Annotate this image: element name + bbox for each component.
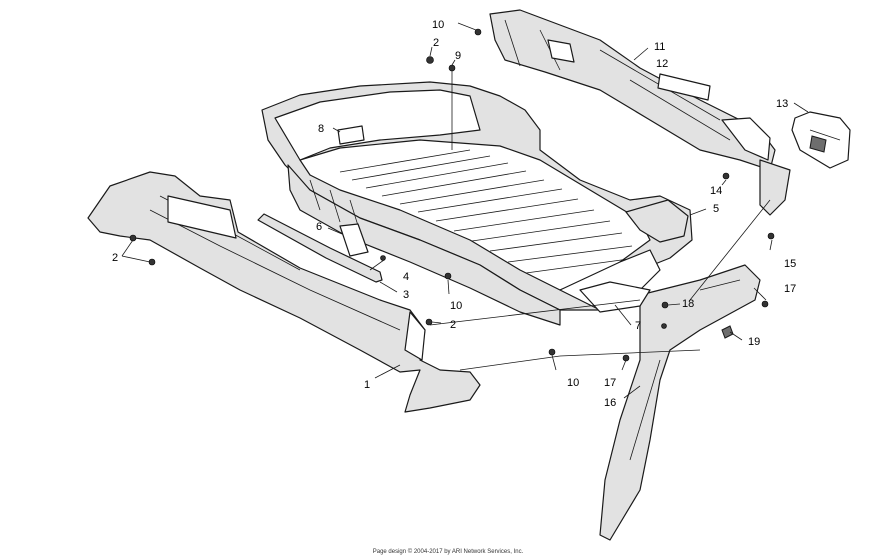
rail-strip [257, 213, 383, 283]
callout-16: 16 [604, 397, 616, 409]
callout-2: 2 [433, 37, 439, 49]
leader-lines [121, 22, 809, 399]
callout-2: 2 [112, 252, 118, 264]
fasteners [129, 28, 775, 362]
decal-8 [337, 125, 365, 145]
rear-corner-panel [599, 264, 761, 541]
callout-14: 14 [710, 185, 722, 197]
callout-10: 10 [432, 19, 444, 31]
callout-1: 1 [364, 379, 370, 391]
callout-8: 8 [318, 123, 324, 135]
callout-12: 12 [656, 58, 668, 70]
cargo-bed [261, 81, 693, 326]
callout-19: 19 [748, 336, 760, 348]
callout-11: 11 [654, 41, 665, 53]
callout-17: 17 [784, 283, 796, 295]
tail-light [791, 111, 851, 169]
panel-piece-6 [339, 223, 369, 257]
copyright-notice: Page design © 2004-2017 by ARI Network S… [372, 549, 524, 555]
callout-2: 2 [450, 319, 456, 331]
callout-10: 10 [450, 300, 462, 312]
callout-13: 13 [776, 98, 788, 110]
decal-12 [657, 73, 711, 101]
upper-rear-rail [489, 9, 776, 171]
callout-7: 7 [635, 320, 641, 332]
callout-labels: 10 2 9 11 12 13 8 14 5 6 2 15 4 3 17 18 … [112, 19, 796, 409]
callout-5: 5 [713, 203, 719, 215]
side-panel [87, 171, 481, 413]
brace [579, 281, 651, 313]
callout-3: 3 [403, 289, 409, 301]
callout-10: 10 [567, 377, 579, 389]
callout-6: 6 [316, 221, 322, 233]
callout-15: 15 [784, 258, 796, 270]
callout-17: 17 [604, 377, 616, 389]
callout-18: 18 [682, 298, 694, 310]
callout-4: 4 [403, 271, 409, 283]
rear-bracket [759, 159, 791, 216]
callout-9: 9 [455, 50, 461, 62]
